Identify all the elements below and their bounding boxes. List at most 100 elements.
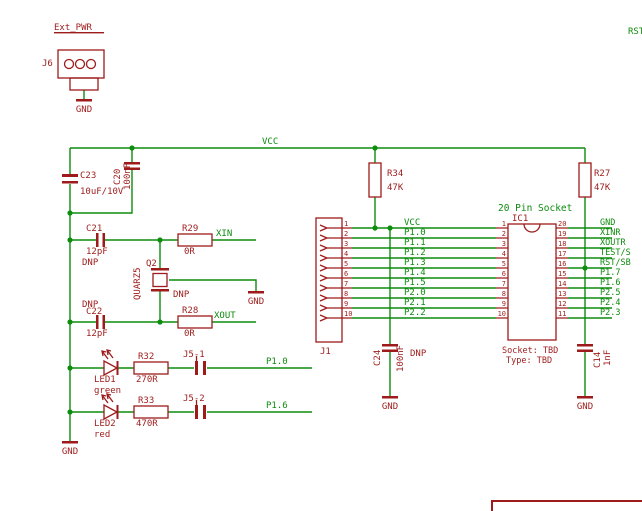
junction-dot — [67, 365, 73, 371]
jumper-pad — [203, 361, 206, 375]
crystal-q2-symbol — [151, 268, 264, 294]
ic1-right-pin-number: 11 — [558, 310, 566, 318]
q2-name-label: Q2 — [146, 259, 157, 269]
crystal-body — [152, 272, 168, 288]
c14-plate — [577, 344, 593, 347]
led2-triangle — [103, 403, 119, 421]
junction-dot — [157, 237, 163, 243]
junction-dot — [582, 265, 588, 271]
ic1-socket-note: Socket: TBD — [502, 346, 558, 356]
j1-pin-number: 1 — [344, 220, 348, 228]
c20-value-label: 100nF — [123, 163, 133, 190]
ic1-right-pin-number: 18 — [558, 240, 566, 248]
c20-plate — [124, 162, 140, 165]
crystal-plate — [151, 289, 169, 292]
crystal-plate — [151, 268, 169, 271]
net-wires — [69, 90, 612, 441]
j1-pin-number: 2 — [344, 230, 348, 238]
bus-net-label: P2.0 — [404, 288, 426, 298]
r34-value-label: 47K — [387, 183, 404, 193]
c14-name-label: C14 — [593, 352, 603, 368]
c22-value-label: 12pF — [86, 329, 108, 339]
ic1-body — [507, 223, 557, 341]
gnd-symbol-bar — [382, 396, 398, 399]
bus-net-label: P2.1 — [404, 298, 426, 308]
led2-emission-arrows-icon — [101, 393, 114, 404]
bus-net-label: P2.2 — [404, 308, 426, 318]
junction-dot — [67, 210, 73, 216]
c23-plate — [62, 174, 78, 177]
j1-pin-number: 8 — [344, 290, 348, 298]
connector-j1-symbol — [315, 217, 352, 343]
wire-crystal-gnd — [169, 279, 257, 291]
led2-value-label: red — [94, 430, 110, 440]
bus-wires-j1-ic1 — [352, 227, 496, 319]
j1-pin-symbols — [319, 224, 352, 322]
frame-corner — [491, 500, 642, 511]
ic1-left-pin-number: 4 — [502, 250, 506, 258]
led1-emission-arrows-icon — [101, 349, 114, 360]
j6-base — [69, 77, 99, 91]
ic1-right-pin-stubs — [556, 227, 568, 319]
ic1-left-pin-number: 6 — [502, 270, 506, 278]
ic1-right-pin-number: 20 — [558, 220, 566, 228]
ic1-left-pin-number: 2 — [502, 230, 506, 238]
resistor-symbols — [133, 162, 592, 419]
jumper-pad — [203, 405, 206, 419]
ic1-title-label: 20 Pin Socket — [498, 203, 572, 214]
c14-value-label: 1nF — [603, 350, 613, 366]
ic1-right-pin-number: 14 — [558, 280, 566, 288]
junction-dot — [67, 319, 73, 325]
r33-name-label: R33 — [138, 396, 154, 406]
junction-dot — [387, 225, 393, 231]
gnd-label: GND — [382, 402, 398, 412]
junction-dot — [67, 409, 73, 415]
jumper-j5-1-symbol — [195, 356, 206, 375]
ic1-type-note: Type: TBD — [506, 356, 552, 366]
junction-dot — [372, 145, 378, 151]
ic1-right-net-label: RST/SB — [600, 258, 631, 268]
ic1-right-pin-number: 15 — [558, 270, 566, 278]
ic1-left-pin-number: 9 — [502, 300, 506, 308]
j1-pin-number: 3 — [344, 240, 348, 248]
led1-cathode-bar — [116, 361, 119, 375]
jumper-j5-2-symbol — [195, 400, 206, 419]
ic1-left-pin-stubs — [496, 227, 508, 319]
p1-0-net-label: P1.0 — [266, 357, 288, 367]
c14-plate — [577, 349, 593, 352]
ic1-right-net-label: P2.4 — [600, 298, 620, 308]
c21-plate — [96, 233, 99, 247]
bus-net-label: P1.4 — [404, 268, 426, 278]
j1-body — [315, 217, 343, 343]
bus-net-label: P1.3 — [404, 258, 426, 268]
connector-j6-symbol — [54, 32, 105, 102]
ic1-right-pin-number: 19 — [558, 230, 566, 238]
r29-value-label: 0R — [184, 247, 195, 257]
led1-name-label: LED1 — [94, 375, 116, 385]
ic1-socket-symbol — [496, 223, 568, 341]
led1-triangle — [103, 359, 119, 377]
j6-name-label: J6 — [42, 59, 53, 69]
r27-body — [578, 162, 592, 198]
ic1-left-pin-number: 10 — [498, 310, 506, 318]
c21-name-label: C21 — [86, 224, 102, 234]
ic1-right-net-label: P1.6 — [600, 278, 620, 288]
junction-dots — [67, 145, 588, 415]
r33-body — [133, 405, 169, 419]
junction-dot — [67, 237, 73, 243]
bus-net-label: P1.0 — [404, 228, 426, 238]
ext-pwr-underline — [54, 32, 104, 34]
ic1-right-pin-number: 16 — [558, 260, 566, 268]
junction-dot — [157, 319, 163, 325]
led1-value-label: green — [94, 386, 121, 396]
ic1-right-net-label: XOUTR — [600, 238, 626, 248]
j5-2-name-label: J5-2 — [183, 394, 205, 404]
gnd-label: GND — [577, 402, 593, 412]
c22-dnp-label: DNP — [82, 300, 99, 310]
capacitor-symbols — [62, 162, 593, 352]
j1-pin-number: 10 — [344, 310, 352, 318]
jumper-pad — [195, 405, 198, 419]
bus-net-label: P1.1 — [404, 238, 426, 248]
r28-name-label: R28 — [182, 306, 198, 316]
